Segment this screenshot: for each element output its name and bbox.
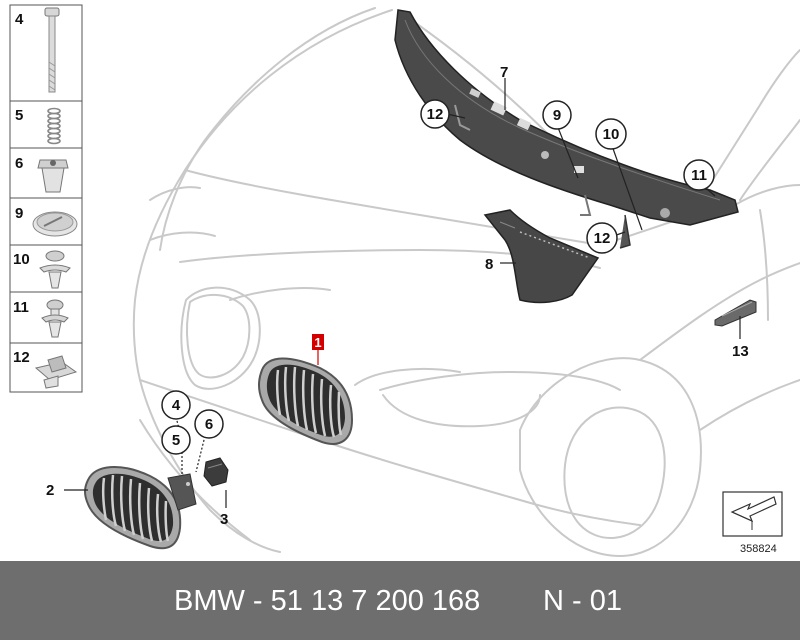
spring-icon	[47, 107, 61, 145]
sidebar-item-label: 5	[15, 107, 23, 124]
callout-label: 1	[314, 335, 321, 350]
bracket-part[interactable]	[714, 299, 757, 327]
callout-label: 10	[603, 126, 620, 143]
air-duct-part[interactable]	[483, 209, 600, 304]
clip-nut-icon	[37, 159, 69, 193]
callout-9[interactable]: 9	[542, 100, 572, 130]
footer-bar: BMW - 51 13 7 200 168 N - 01	[0, 561, 800, 640]
kidney-grille-installed-part[interactable]	[258, 357, 354, 445]
sidebar-item-label: 10	[13, 251, 30, 268]
callout-7[interactable]: 7	[500, 64, 508, 81]
retainer-clip-icon	[34, 355, 78, 389]
callout-label: 12	[427, 106, 444, 123]
callout-13[interactable]: 13	[732, 343, 749, 360]
expanding-rivet-icon	[39, 250, 71, 289]
sidebar-item-9[interactable]: 9	[15, 205, 78, 237]
sidebar-item-11[interactable]: 11	[13, 299, 69, 338]
sidebar-item-label: 11	[13, 299, 29, 316]
sidebar-item-label: 4	[15, 11, 24, 28]
callout-label: 9	[553, 107, 561, 124]
plug-cap-icon	[32, 211, 78, 237]
sidebar-item-4[interactable]: 4	[15, 7, 60, 93]
parts-sidebar: 4 5 6	[9, 4, 83, 393]
push-rivet-icon	[41, 299, 69, 338]
callout-5[interactable]: 5	[161, 425, 191, 455]
callout-label: 11	[691, 167, 707, 184]
diagram-code: 358824	[740, 543, 777, 555]
callout-3[interactable]: 3	[220, 511, 228, 528]
sidebar-item-6[interactable]: 6	[15, 155, 69, 193]
callout-label: 4	[172, 397, 181, 414]
callout-label: 6	[205, 416, 213, 433]
callout-6[interactable]: 6	[194, 409, 224, 439]
part-number: BMW - 51 13 7 200 168	[174, 585, 481, 617]
callout-label: 12	[594, 230, 611, 247]
bolt-icon	[44, 7, 60, 93]
callout-4[interactable]: 4	[161, 390, 191, 420]
exploded-parts-diagram: 4 5 6	[9, 4, 800, 557]
orientation-arrow-box	[722, 491, 783, 537]
callout-10[interactable]: 10	[595, 118, 627, 150]
callout-8[interactable]: 8	[485, 256, 493, 273]
version-label: N - 01	[543, 585, 622, 617]
callout-2[interactable]: 2	[46, 482, 54, 499]
sidebar-item-12[interactable]: 12	[13, 349, 78, 389]
sidebar-item-label: 12	[13, 349, 30, 366]
callout-label: 5	[172, 432, 180, 449]
callout-12-upper[interactable]: 12	[420, 99, 450, 129]
sidebar-item-5[interactable]: 5	[15, 107, 61, 145]
callout-11[interactable]: 11	[683, 159, 715, 191]
callout-12-lower[interactable]: 12	[586, 222, 618, 254]
callout-1[interactable]: 1	[312, 334, 324, 350]
sidebar-item-10[interactable]: 10	[13, 250, 71, 289]
kidney-grille-exploded-part[interactable]	[84, 465, 197, 550]
sidebar-item-label: 9	[15, 205, 23, 222]
sidebar-item-label: 6	[15, 155, 23, 172]
callouts: 7 12 9 10 11 12 8 13 1 4	[46, 64, 749, 528]
grille-holder-part[interactable]	[203, 457, 229, 487]
direction-arrow-icon	[730, 496, 777, 523]
